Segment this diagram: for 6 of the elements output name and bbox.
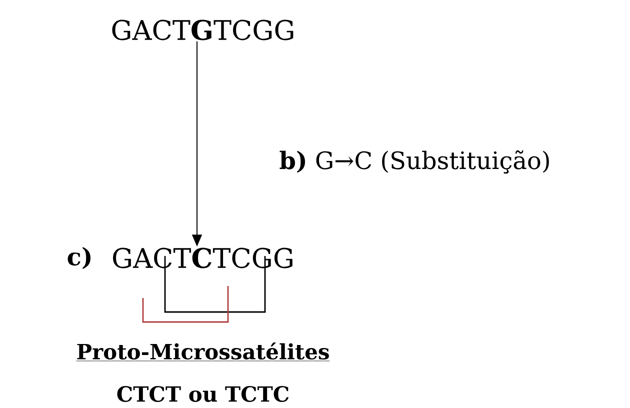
step-label: c) (68, 247, 90, 269)
sequence-text: GACTCTCGG (113, 248, 292, 268)
caption-text: Proto-Microssatélites (76, 342, 330, 362)
edge-label: b) G→C (Substituição) (277, 148, 553, 176)
caption-text: CTCT ou TCTC (117, 386, 289, 402)
sequence-text: GACTGTCGG (112, 20, 294, 40)
